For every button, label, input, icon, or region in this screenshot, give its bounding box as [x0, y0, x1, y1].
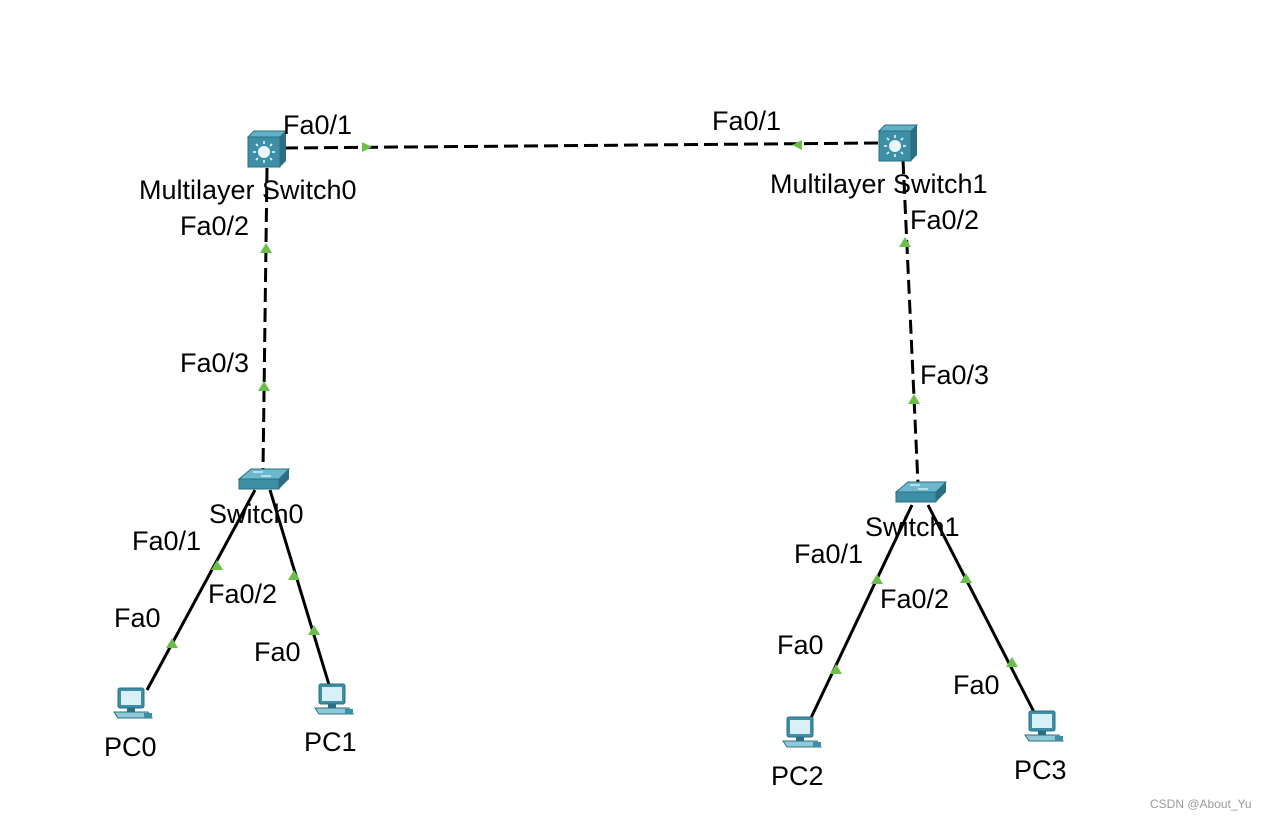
port-label: Fa0/3 [180, 348, 249, 378]
multilayer-switch-icon [878, 124, 918, 162]
port-label: Fa0/2 [910, 205, 979, 235]
access-link-sw1-pc3[interactable] [926, 504, 1037, 715]
port-label: Fa0 [953, 670, 1000, 700]
link-up-indicator [871, 574, 883, 584]
link-up-indicator [260, 243, 272, 253]
port-label: Fa0/1 [132, 526, 201, 556]
watermark-text: CSDN @About_Yu [1150, 797, 1252, 811]
device-label: PC1 [304, 727, 357, 757]
link-up-indicator [211, 560, 223, 570]
pc-icon [1024, 710, 1064, 742]
link-up-indicator [960, 573, 972, 583]
pc-icon [782, 716, 822, 748]
pc3[interactable] [1024, 710, 1064, 742]
port-label: Fa0/3 [920, 360, 989, 390]
switch-icon [238, 468, 290, 490]
link-up-indicator [792, 140, 802, 150]
pc0[interactable] [113, 687, 153, 719]
device-label: Multilayer Switch0 [139, 175, 357, 205]
port-label: Fa0/2 [180, 211, 249, 241]
device-label: PC0 [104, 732, 157, 762]
trunk-link-msw0-sw0[interactable] [261, 167, 269, 471]
link-up-indicator [288, 570, 300, 580]
pc1[interactable] [314, 683, 354, 715]
link-up-indicator [308, 625, 320, 635]
pc-icon [314, 683, 354, 715]
pc-icon [113, 687, 153, 719]
port-label: Fa0 [254, 637, 301, 667]
trunk-link-msw0-msw1[interactable] [283, 141, 881, 150]
port-label: Fa0/2 [880, 584, 949, 614]
switch0[interactable] [238, 468, 290, 490]
device-label: PC3 [1014, 755, 1067, 785]
device-label: Multilayer Switch1 [770, 169, 988, 199]
port-label: Fa0/1 [712, 106, 781, 136]
link-status-indicators [166, 140, 1018, 674]
access-link-sw1-pc2[interactable] [808, 504, 914, 721]
multilayer-switch1[interactable] [878, 124, 918, 162]
device-label: Switch1 [865, 512, 960, 542]
link-up-indicator [899, 237, 911, 247]
switch-icon [895, 481, 947, 503]
device-label: Switch0 [209, 499, 304, 529]
link-up-indicator [166, 638, 178, 648]
port-label: Fa0 [114, 603, 161, 633]
trunk-link-msw1-sw1[interactable] [901, 159, 920, 485]
access-link-sw0-pc0[interactable] [145, 489, 257, 691]
port-label: Fa0/2 [208, 579, 277, 609]
port-label: Fa0/1 [794, 539, 863, 569]
link-up-indicator [830, 664, 842, 674]
link-up-indicator [258, 381, 270, 391]
link-up-indicator [1006, 657, 1018, 667]
port-label: Fa0 [777, 630, 824, 660]
switch1[interactable] [895, 481, 947, 503]
device-label: PC2 [771, 761, 824, 791]
port-label: Fa0/1 [283, 110, 352, 140]
multilayer-switch0[interactable] [247, 130, 287, 168]
pc2[interactable] [782, 716, 822, 748]
multilayer-switch-icon [247, 130, 287, 168]
access-link-sw0-pc1[interactable] [268, 489, 332, 689]
link-up-indicator [908, 394, 920, 404]
link-up-indicator [362, 142, 372, 152]
